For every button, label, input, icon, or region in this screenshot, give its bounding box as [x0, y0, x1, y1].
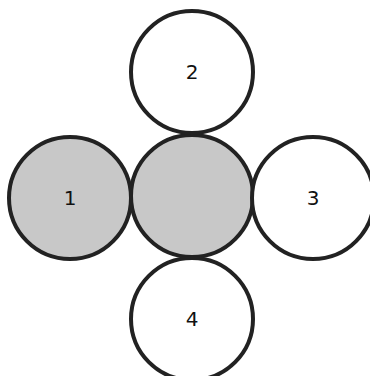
- circle-number: 3: [307, 187, 320, 209]
- circle-number: 2: [186, 61, 199, 83]
- circle-number: 1: [64, 187, 77, 209]
- circle-number: 4: [186, 308, 199, 330]
- circle-shape: [131, 258, 253, 376]
- number-circle: 3: [252, 137, 370, 259]
- circle-shape: [9, 137, 131, 259]
- number-circle: 2: [131, 11, 253, 133]
- circle-shape: [252, 137, 370, 259]
- number-circle: 4: [131, 258, 253, 376]
- center-circle-shape: [131, 135, 253, 257]
- number-circle: 1: [9, 137, 131, 259]
- circle-shape: [131, 11, 253, 133]
